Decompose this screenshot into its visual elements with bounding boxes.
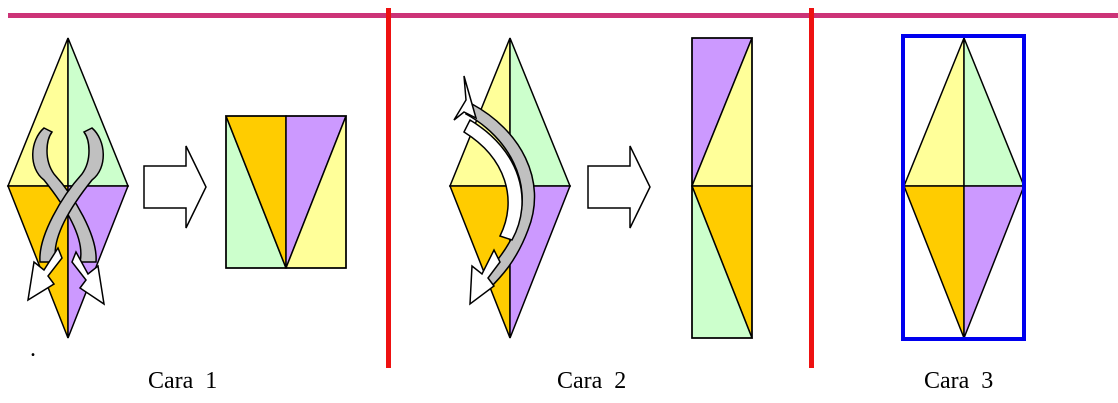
result-strip-2 xyxy=(690,37,754,339)
strip-frame xyxy=(691,37,753,339)
fold-arrow-right xyxy=(39,127,104,263)
kite-1 xyxy=(6,37,130,339)
fold-arrow-diagonal-2 xyxy=(463,118,523,241)
panel-2 xyxy=(448,37,754,339)
rect1-frame xyxy=(225,115,347,269)
dot-mark: . xyxy=(30,336,36,362)
fold-arrowhead-right xyxy=(71,250,106,306)
fold-arrow-left xyxy=(32,127,97,263)
caption-cara-3: Cara 3 xyxy=(924,368,994,394)
right-arrow-2 xyxy=(587,145,651,229)
fold-arrowhead-left xyxy=(27,246,63,302)
fold-arrowhead-bottom xyxy=(469,248,501,306)
panel-3 xyxy=(901,34,1026,341)
kite-3-bottom-right xyxy=(963,185,1026,339)
top-rule xyxy=(8,13,1118,18)
bounding-frame xyxy=(901,34,1026,341)
caption-cara-1: Cara 1 xyxy=(148,368,218,394)
panel-1 xyxy=(6,37,348,339)
kite-3-top-right xyxy=(963,37,1026,187)
divider-left xyxy=(386,8,391,368)
caption-cara-2: Cara 2 xyxy=(557,368,627,394)
kite-3 xyxy=(902,37,1026,339)
kite-3-bottom-left xyxy=(902,185,965,339)
result-rect-1 xyxy=(224,115,348,269)
divider-right xyxy=(809,8,814,368)
fold-arrowhead-top xyxy=(453,75,478,121)
kite-3-top-left xyxy=(902,37,965,187)
right-arrow-1 xyxy=(143,145,207,229)
